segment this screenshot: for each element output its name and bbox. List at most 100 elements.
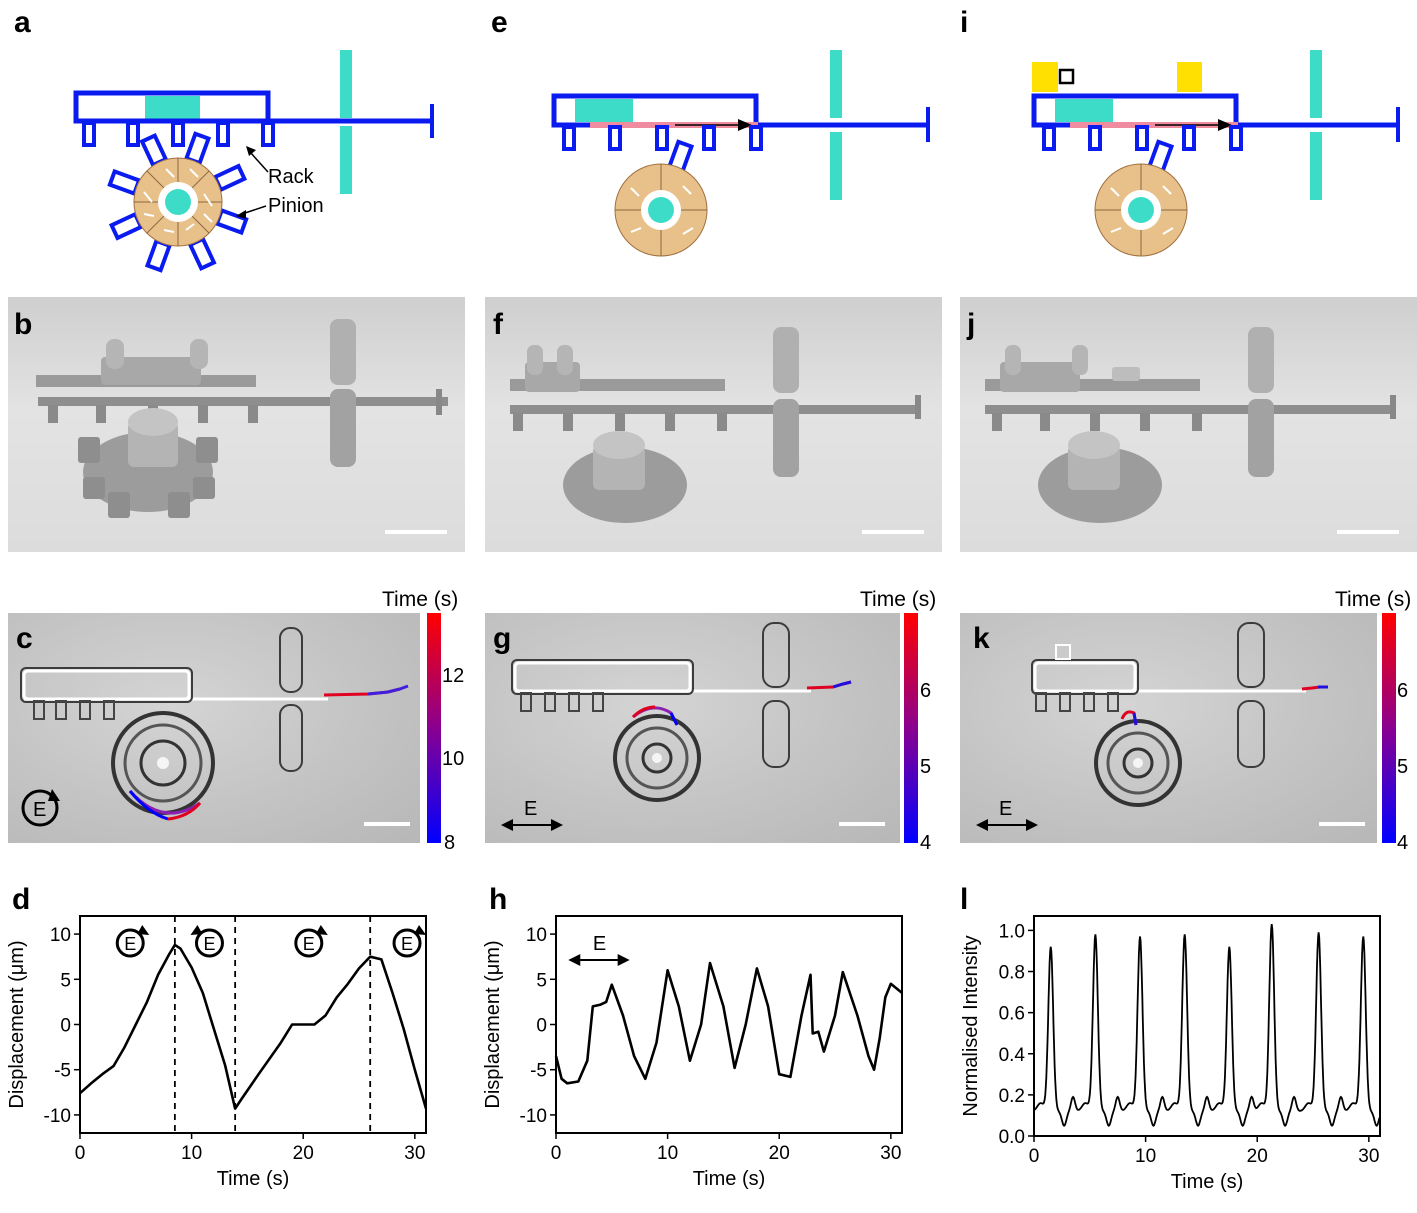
- y-tick-label: 10: [526, 925, 547, 946]
- colorbar-tick: 5: [920, 756, 932, 778]
- colorbar-tick: 6: [1397, 680, 1409, 702]
- rack-cyan-block: [575, 99, 633, 122]
- scheme-a: Rack Pinion: [73, 50, 434, 273]
- field-label: E: [524, 798, 537, 820]
- field-label: E: [593, 933, 606, 955]
- rotating-field-arrow: [315, 925, 328, 935]
- scheme-e: [551, 50, 930, 257]
- rotating-field-arrow: [414, 925, 427, 935]
- x-tick-label: 20: [1247, 1146, 1268, 1167]
- y-tick-label: -10: [520, 1106, 547, 1127]
- colorbar-tick: 10: [442, 748, 465, 770]
- field-label: E: [203, 934, 215, 954]
- sem-image-f: [485, 297, 942, 552]
- stator-top: [830, 50, 842, 118]
- illumination-square-right: [1177, 62, 1202, 92]
- scheme-i: [1031, 50, 1400, 257]
- panel-label-e: e: [491, 6, 508, 39]
- panel-label-d: d: [12, 883, 31, 916]
- colorbar-tick: 6: [920, 680, 932, 702]
- pinion-e: [614, 139, 708, 257]
- rotating-field-icon: [392, 928, 422, 958]
- colorbar-c: [427, 613, 441, 843]
- panel-label-l: l: [960, 883, 969, 916]
- stator-bottom: [340, 126, 352, 194]
- panel-label-a: a: [14, 6, 31, 39]
- rack-label: Rack: [268, 166, 315, 188]
- colorbar-k: [1382, 613, 1396, 843]
- rack-arrow-head: [246, 146, 256, 156]
- colorbar-tick: 8: [444, 832, 456, 854]
- panel-label-h: h: [489, 883, 508, 916]
- colorbar-tick: 12: [442, 665, 465, 687]
- colorbar-tick: 4: [920, 832, 932, 854]
- pinion-arrow-head: [236, 210, 246, 219]
- rack-pointer: [249, 151, 269, 173]
- rack-teeth: [82, 121, 275, 147]
- colorbar-title-g: Time (s): [860, 588, 937, 611]
- stator-bottom: [1310, 132, 1322, 200]
- x-tick-label: 10: [657, 1143, 678, 1164]
- x-tick-label: 20: [769, 1143, 790, 1164]
- panel-label-g: g: [493, 622, 512, 655]
- x-tick-label: 30: [404, 1143, 425, 1164]
- scale-bar: [1319, 822, 1365, 826]
- colorbar-title-k: Time (s): [1335, 588, 1412, 611]
- stator-bottom: [830, 132, 842, 200]
- rotating-field-arrow: [137, 925, 150, 935]
- intensity-series: [1033, 923, 1381, 1127]
- y-tick-label: 0.0: [999, 1127, 1025, 1148]
- rotating-field-icon: [294, 928, 324, 958]
- x-tick-label: 0: [551, 1143, 562, 1164]
- x-tick-label: 30: [880, 1143, 901, 1164]
- pinion-a: [107, 131, 249, 273]
- y-tick-label: 1.0: [999, 921, 1025, 942]
- y-tick-label: -10: [44, 1106, 71, 1127]
- linear-field-arrow-left-head: [976, 819, 988, 831]
- rack-teeth: [1042, 125, 1243, 151]
- linear-field-arrow-left-head: [568, 954, 581, 966]
- x-tick-label: 10: [1135, 1146, 1156, 1167]
- y-tick-label: 0: [536, 1016, 547, 1037]
- scale-bar: [839, 822, 885, 826]
- sem-image-b: [8, 297, 465, 552]
- y-tick-label: 5: [60, 970, 71, 991]
- pinion-i: [1094, 139, 1188, 257]
- panel-label-k: k: [973, 622, 990, 655]
- linear-field-arrow-left-head: [501, 819, 513, 831]
- field-label: E: [33, 799, 46, 821]
- x-tick-label: 20: [293, 1143, 314, 1164]
- x-axis-label: Time (s): [217, 1168, 290, 1190]
- scale-bar: [385, 530, 447, 534]
- y-axis-label: Displacement (μm): [6, 940, 28, 1108]
- colorbar-g: [904, 613, 918, 843]
- displacement-arrow-head: [738, 119, 752, 131]
- rack-cyan-block: [145, 96, 200, 119]
- measurement-roi: [1055, 644, 1071, 660]
- optical-image-c: E: [8, 613, 420, 843]
- x-tick-label: 0: [75, 1143, 86, 1164]
- rack-teeth: [562, 125, 763, 151]
- panel-label-i: i: [960, 6, 969, 39]
- panel-label-c: c: [16, 622, 33, 655]
- field-label: E: [124, 934, 136, 954]
- displacement-arrow-head: [1218, 119, 1232, 131]
- scale-bar: [862, 530, 924, 534]
- y-axis-label: Displacement (μm): [482, 940, 504, 1108]
- y-tick-label: 0.4: [999, 1045, 1026, 1066]
- y-tick-label: 10: [50, 925, 71, 946]
- stator-top: [1310, 50, 1322, 118]
- optical-image-g: E: [485, 613, 900, 843]
- panel-label-j: j: [967, 308, 976, 341]
- measurement-roi: [1058, 68, 1075, 85]
- linear-field-arrow-right-head: [617, 954, 630, 966]
- colorbar-tick: 5: [1397, 756, 1409, 778]
- rotating-field-icon: [194, 928, 224, 958]
- rack-cyan-block: [1055, 99, 1113, 122]
- plot-frame: [555, 915, 903, 1134]
- rotating-field-arrow: [190, 925, 203, 935]
- scale-bar: [364, 822, 410, 826]
- x-tick-label: 10: [181, 1143, 202, 1164]
